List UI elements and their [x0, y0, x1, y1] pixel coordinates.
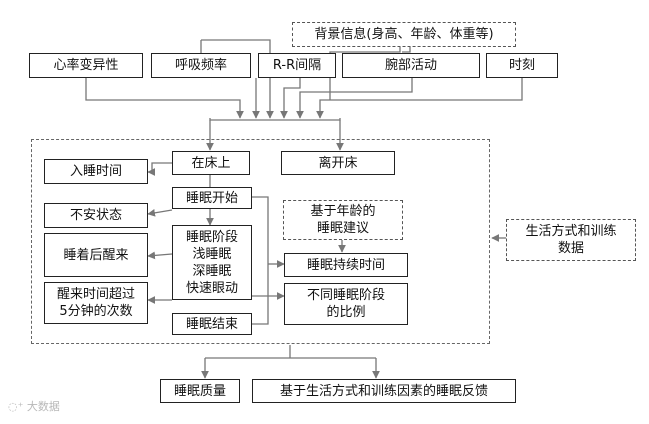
- in-bed-box: 在床上: [172, 151, 250, 175]
- sleep-analysis-region: [31, 139, 490, 344]
- sleep-onset-time-box: 入睡时间: [44, 159, 148, 184]
- restless-state-box: 不安状态: [44, 203, 148, 228]
- wrist-activity-box: 腕部活动: [342, 53, 480, 78]
- awake-after-sleep-box: 睡着后醒来: [44, 233, 148, 277]
- out-of-bed-box: 离开床: [281, 151, 395, 175]
- time-of-day-box: 时刻: [486, 53, 558, 78]
- sleep-end-box: 睡眠结束: [172, 313, 252, 335]
- lifestyle-feedback-box: 基于生活方式和训练因素的睡眠反馈: [252, 379, 516, 403]
- lifestyle-training-data-box: 生活方式和训练 数据: [506, 219, 636, 261]
- background-info-box: 背景信息(身高、年龄、体重等): [292, 22, 516, 47]
- sleep-duration-box: 睡眠持续时间: [284, 253, 408, 277]
- sleep-start-box: 睡眠开始: [172, 187, 252, 209]
- awake-over-5min-count-box: 醒来时间超过 5分钟的次数: [44, 282, 148, 324]
- sleep-quality-box: 睡眠质量: [160, 379, 240, 403]
- rr-interval-box: R-R间隔: [258, 53, 336, 78]
- stage-ratio-box: 不同睡眠阶段 的比例: [284, 283, 408, 325]
- watermark-logo: ◌⁺ 大数据: [8, 400, 60, 413]
- heart-rate-variability-box: 心率变异性: [29, 53, 143, 78]
- sleep-stages-box: 睡眠阶段 浅睡眠 深睡眠 快速眼动: [172, 225, 252, 300]
- respiration-rate-box: 呼吸频率: [151, 53, 251, 78]
- age-based-advice-box: 基于年龄的 睡眠建议: [283, 200, 403, 240]
